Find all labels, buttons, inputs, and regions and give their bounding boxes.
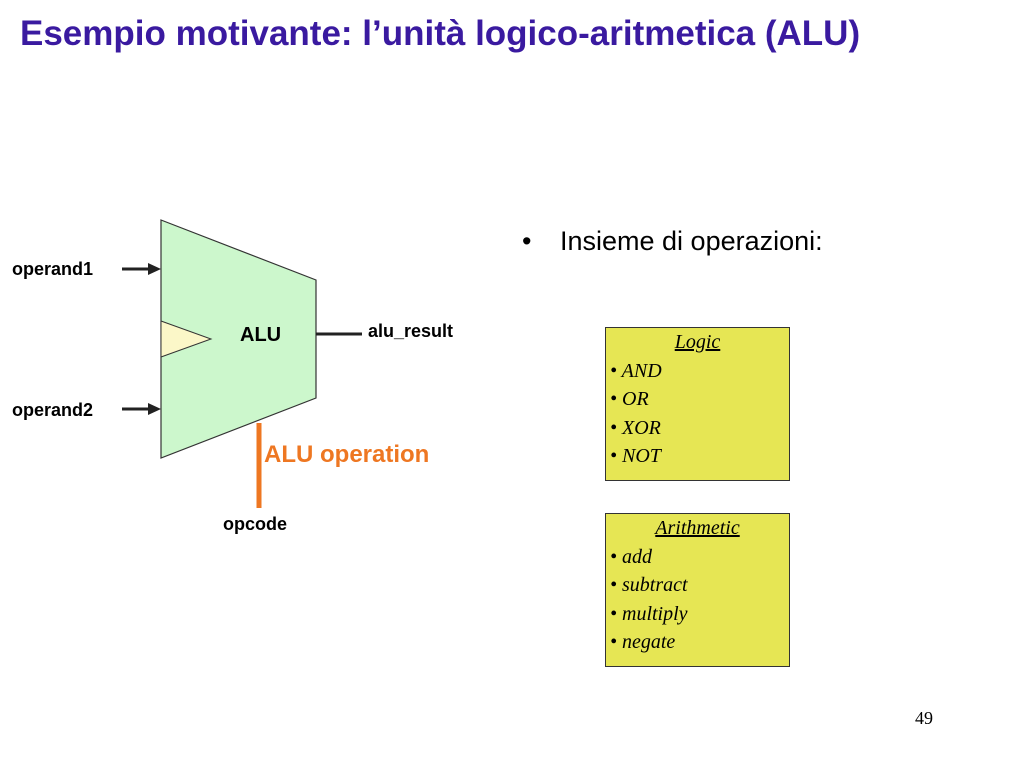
arith-item-negate: • negate: [610, 631, 676, 653]
arithmetic-box: Arithmetic • add • subtract • multiply •…: [605, 513, 790, 667]
arith-item-subtract: • subtract: [610, 574, 688, 596]
logic-item-and: • AND: [610, 359, 662, 382]
alu-result-label: alu_result: [368, 321, 454, 341]
page-number: 49: [915, 708, 933, 728]
arith-item-multiply: • multiply: [610, 602, 688, 625]
alu-label: ALU: [240, 324, 282, 346]
operand1-arrowhead: [148, 263, 161, 275]
operand2-arrowhead: [148, 403, 161, 415]
logic-item-not: • NOT: [610, 445, 661, 467]
arithmetic-box-header: Arithmetic: [655, 517, 740, 539]
logic-box: Logic • AND • OR • XOR • NOT: [605, 327, 790, 481]
bullet-item: • Insieme di operazioni:: [522, 226, 823, 257]
bullet-marker: •: [522, 226, 532, 256]
alu-operation-label: ALU operation: [264, 441, 430, 468]
operand1-label: operand1: [12, 259, 94, 279]
logic-item-or: • OR: [610, 388, 649, 410]
slide-title: Esempio motivante: l’unità logico-aritme…: [20, 14, 861, 53]
alu-body: [160, 219, 317, 459]
opcode-label: opcode: [223, 514, 288, 534]
arith-item-add: • add: [610, 545, 653, 568]
bullet-text: Insieme di operazioni:: [560, 226, 823, 256]
operand2-label: operand2: [12, 400, 94, 420]
logic-box-header: Logic: [674, 331, 721, 353]
alu-notch: [160, 320, 213, 358]
logic-item-xor: • XOR: [610, 416, 661, 439]
